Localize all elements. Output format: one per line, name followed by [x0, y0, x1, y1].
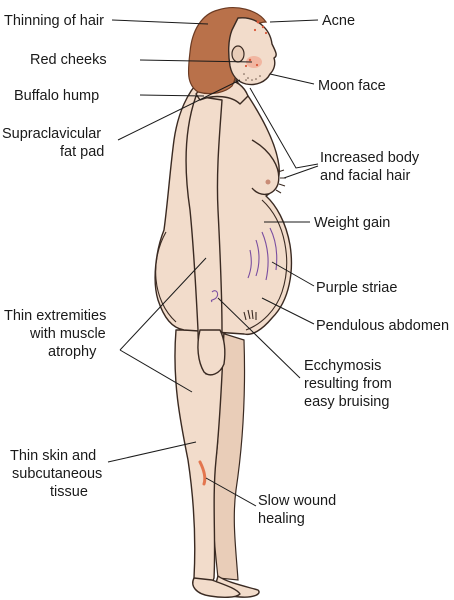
label-ecchymosis-line3: easy bruising: [304, 394, 389, 410]
facial-hair: [243, 73, 261, 81]
face: [227, 17, 277, 86]
leader-thin-skin: [107, 441, 197, 463]
label-slow-wound-line2: healing: [258, 511, 305, 527]
figure-illustration: [154, 7, 293, 599]
label-ecchymosis-line2: resulting from: [304, 376, 392, 392]
label-slow-wound-line1: Slow wound: [258, 493, 336, 509]
breast: [251, 139, 280, 195]
leader-supraclavicular: [117, 79, 241, 141]
leader-thin-extremities-leg: [119, 349, 193, 393]
label-thinning-hair: Thinning of hair: [4, 13, 104, 29]
ecchymosis-mark: [210, 290, 219, 303]
purple-striae: [247, 227, 278, 281]
label-acne: Acne: [322, 13, 355, 29]
leader-acne: [269, 19, 319, 23]
leader-body-hair-1: [249, 87, 319, 169]
label-body-hair-line1: Increased body: [320, 150, 420, 166]
leader-slow-wound: [205, 477, 257, 507]
leader-moon-face: [269, 73, 315, 85]
leader-thin-extremities-arm: [119, 257, 207, 351]
hand: [197, 329, 226, 376]
label-buffalo-hump: Buffalo hump: [14, 88, 99, 104]
body-hair: [275, 169, 286, 194]
acne-dots: [244, 20, 268, 68]
label-thin-extremities-line1: Thin extremities: [4, 308, 106, 324]
label-thin-extremities-line2: with muscle: [29, 326, 106, 342]
abdomen-contour: [245, 199, 288, 331]
label-purple-striae: Purple striae: [316, 280, 397, 296]
leader-thinning-hair: [111, 19, 209, 25]
label-weight-gain: Weight gain: [314, 215, 390, 231]
front-foot: [192, 577, 241, 599]
leader-body-hair-2: [283, 165, 319, 179]
label-thin-extremities-line3: atrophy: [48, 344, 97, 360]
label-moon-face: Moon face: [318, 78, 386, 94]
label-supraclavicular-line2: fat pad: [60, 144, 104, 160]
leader-red-cheeks: [139, 59, 253, 63]
label-thin-skin-line3: tissue: [50, 484, 88, 500]
label-body-hair-line2: and facial hair: [320, 168, 410, 184]
label-supraclavicular-line1: Supraclavicular: [2, 126, 101, 142]
torso: [154, 79, 293, 336]
label-pendulous-abdomen: Pendulous abdomen: [316, 318, 449, 334]
leader-lines: [107, 19, 319, 507]
buttock-contour: [155, 231, 177, 323]
ear: [231, 45, 245, 63]
leader-pendulous-abdomen: [261, 297, 315, 325]
leader-ecchymosis: [217, 297, 301, 379]
pubic-hair: [243, 309, 257, 321]
label-thin-skin-line2: subcutaneous: [12, 466, 102, 482]
labels: Thinning of hair Acne Red cheeks Moon fa…: [2, 13, 449, 527]
nipple: [265, 179, 271, 185]
label-red-cheeks: Red cheeks: [30, 52, 107, 68]
label-thin-skin-line1: Thin skin and: [10, 448, 96, 464]
leader-purple-striae: [271, 261, 315, 287]
label-ecchymosis-line1: Ecchymosis: [304, 358, 381, 374]
leader-buffalo-hump: [139, 94, 205, 97]
wound-mark: [198, 460, 207, 486]
